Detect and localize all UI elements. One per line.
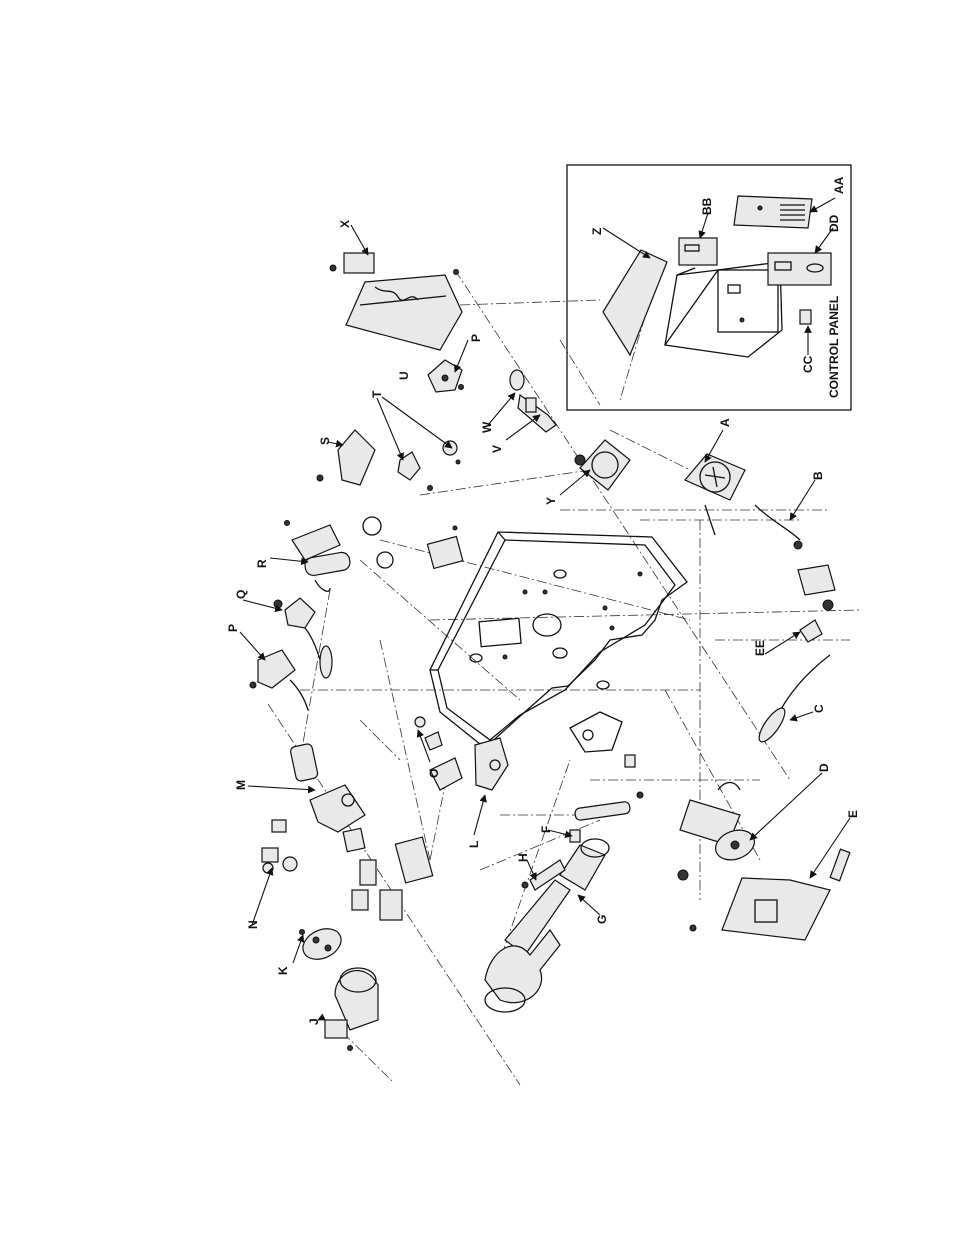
label-j: J xyxy=(307,1018,321,1025)
wire-b xyxy=(754,504,836,611)
label-p-upper: P xyxy=(469,334,483,342)
label-k: K xyxy=(276,966,290,975)
assembly-guide-lines xyxy=(267,269,861,1086)
label-s: S xyxy=(318,437,332,445)
part-u xyxy=(442,440,461,465)
part-d-motor xyxy=(679,781,755,861)
label-x: X xyxy=(338,220,352,228)
part-o xyxy=(414,716,443,751)
part-s xyxy=(316,429,376,486)
label-o: O xyxy=(427,769,441,778)
part-e-bracket xyxy=(677,848,851,941)
label-u: U xyxy=(397,371,411,380)
label-dd: DD xyxy=(827,214,841,232)
part-t xyxy=(397,451,433,491)
leader-lines xyxy=(239,197,851,1021)
part-p-upper xyxy=(427,359,464,393)
label-f: F xyxy=(539,826,553,833)
part-labels: X P U T W V S Y A B R Q P EE C O M D E L… xyxy=(226,176,860,1025)
label-w: W xyxy=(480,421,494,433)
fan-y xyxy=(574,439,631,491)
cabinet-base-panel xyxy=(429,531,688,753)
igniter-tube xyxy=(574,754,644,821)
label-a: A xyxy=(718,418,732,427)
label-r: R xyxy=(255,559,269,568)
part-ee xyxy=(799,619,823,643)
part-p-lower xyxy=(249,649,309,711)
label-aa: AA xyxy=(832,176,846,194)
label-z: Z xyxy=(590,228,604,235)
part-k-cover xyxy=(299,928,342,960)
fan-a xyxy=(684,453,746,536)
label-m: M xyxy=(234,780,248,790)
inset-caption: CONTROL PANEL xyxy=(827,296,841,398)
label-y: Y xyxy=(544,497,558,505)
label-h: H xyxy=(516,853,530,862)
label-cc: CC xyxy=(801,355,815,373)
part-h xyxy=(521,859,566,891)
label-p-lower: P xyxy=(226,624,240,632)
control-panel-inset: CONTROL PANEL xyxy=(566,164,852,411)
label-g: G xyxy=(595,915,609,924)
label-c: C xyxy=(812,704,826,713)
label-e: E xyxy=(846,810,860,818)
part-j-housing xyxy=(324,967,379,1051)
label-t: T xyxy=(370,390,384,398)
pipe-fittings xyxy=(351,757,463,921)
label-ee: EE xyxy=(753,640,767,656)
part-c-probe xyxy=(758,654,831,743)
label-d: D xyxy=(817,763,831,772)
label-l: L xyxy=(467,841,481,848)
label-b: B xyxy=(811,471,825,480)
part-g-burner xyxy=(484,838,610,1013)
label-n: N xyxy=(246,920,260,929)
part-m-valve xyxy=(290,743,366,853)
label-q: Q xyxy=(234,590,248,599)
label-v: V xyxy=(490,445,504,453)
mounting-bracket-x xyxy=(329,252,463,351)
part-l xyxy=(474,737,509,791)
part-r xyxy=(284,520,351,592)
label-bb: BB xyxy=(700,197,714,215)
part-v-w xyxy=(509,369,557,433)
part-n-fittings xyxy=(261,819,298,874)
fittings-group xyxy=(362,516,464,570)
